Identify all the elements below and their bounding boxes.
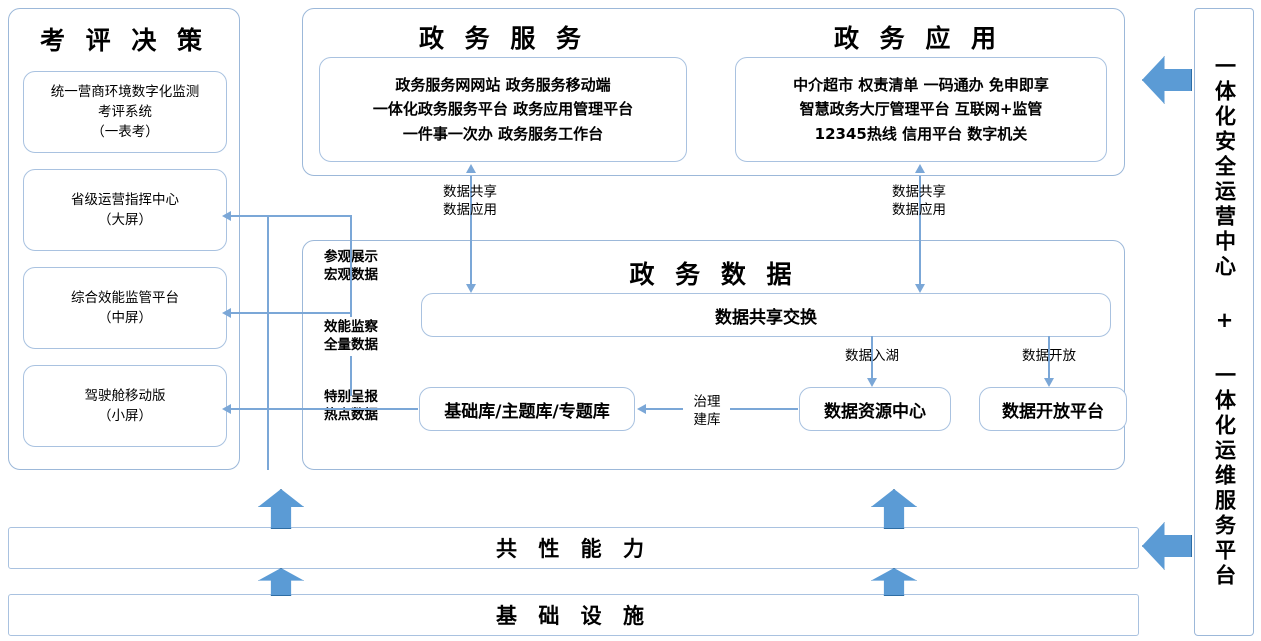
text-line: 考评系统 <box>98 103 152 120</box>
box-government-application-items[interactable]: 中介超市 权责清单 一码通办 免申即享 智慧政务大厅管理平台 互联网+监管 12… <box>735 57 1107 162</box>
arrow-data-to-application <box>915 284 925 293</box>
box-data-open-platform-label: 数据开放平台 <box>1002 401 1104 422</box>
arrow-to-cockpit <box>222 404 231 414</box>
text-line: 综合效能监管平台 <box>71 289 179 306</box>
arrow-to-command-center <box>222 211 231 221</box>
box-provincial-operation-command-center-text: 省级运营指挥中心 （大屏） <box>65 190 185 231</box>
connector-to-command-center-riser <box>350 215 352 237</box>
text-line: 12345热线 信用平台 数字机关 <box>814 124 1028 143</box>
label-efficiency-inspection-full-data: 效能监察 全量数据 <box>308 318 394 354</box>
text-line: 智慧政务大厅管理平台 互联网+监管 <box>799 100 1043 119</box>
text-line: 省级运营指挥中心 <box>71 191 179 208</box>
label-data-share-apply-service: 数据共享 数据应用 <box>425 183 515 219</box>
box-comprehensive-efficiency-supervision-platform-text: 综合效能监管平台 （中屏） <box>65 288 185 329</box>
block-arrow-up-left-bottom <box>258 568 304 596</box>
panel-government-service-title: 政 务 服 务 <box>418 24 588 53</box>
label-data-share-apply-application: 数据共享 数据应用 <box>874 183 964 219</box>
bar-infrastructure[interactable]: 基 础 设 施 <box>8 594 1139 636</box>
arrow-service-inflow <box>466 164 476 173</box>
arrow-into-lake <box>867 378 877 387</box>
box-government-service-items[interactable]: 政务服务网网站 政务服务移动端 一体化政务服务平台 政务应用管理平台 一件事一次… <box>319 57 687 162</box>
label-into-lake: 数据入湖 <box>826 347 918 365</box>
panel-government-data: 政 务 数 据 数据共享交换 基础库/主题库/专题库 数据资源中心 数据开放平台 <box>302 240 1127 470</box>
block-arrow-left-top <box>1142 56 1192 104</box>
connector-to-cockpit <box>231 408 418 410</box>
text-line: 效能监察 <box>324 319 378 335</box>
text-line: 数据共享 <box>892 184 946 200</box>
connector-left-bus <box>267 215 269 470</box>
box-government-service-items-text: 政务服务网网站 政务服务移动端 一体化政务服务平台 政务应用管理平台 一件事一次… <box>367 73 639 146</box>
connector-side-labels-spine-2 <box>350 356 352 396</box>
text-line: （小屏） <box>98 408 152 424</box>
text-line: 一体化政务服务平台 政务应用管理平台 <box>372 100 634 119</box>
text-line: （大屏） <box>98 212 152 228</box>
box-base-theme-special-repository-label: 基础库/主题库/专题库 <box>444 401 610 422</box>
text-line: 特别呈报 <box>324 389 378 405</box>
box-data-resource-center[interactable]: 数据资源中心 <box>799 387 951 431</box>
text-line: 统一营商环境数字化监测 <box>50 83 200 100</box>
box-unified-business-environment-monitoring-text: 统一营商环境数字化监测 考评系统 （一表考） <box>45 82 206 143</box>
connector-to-command-center <box>231 215 351 217</box>
arrow-to-efficiency-platform <box>222 308 231 318</box>
right-rail-label: 一体化安全运营中心 + 一体化运维服务平台 <box>1212 55 1237 589</box>
box-data-resource-center-label: 数据资源中心 <box>824 401 926 422</box>
bar-infrastructure-label: 基 础 设 施 <box>496 604 651 628</box>
text-line: 数据入湖 <box>845 348 899 364</box>
panel-government-application-title: 政 务 应 用 <box>833 24 1003 53</box>
text-line: 中介超市 权责清单 一码通办 免申即享 <box>793 76 1049 95</box>
box-cockpit-mobile-edition-text: 驾驶舱移动版 （小屏） <box>79 386 172 427</box>
text-line: 一件事一次办 政务服务工作台 <box>402 124 604 143</box>
block-arrow-up-right-top <box>871 489 917 529</box>
panel-evaluation-decision: 考 评 决 策 统一营商环境数字化监测 考评系统 （一表考） 省级运营指挥中心 … <box>8 8 240 470</box>
connector-into-lake <box>871 336 873 380</box>
box-base-theme-special-repository[interactable]: 基础库/主题库/专题库 <box>419 387 635 431</box>
panel-right-rail: 一体化安全运营中心 + 一体化运维服务平台 <box>1194 8 1254 636</box>
text-line: 数据应用 <box>443 202 497 219</box>
box-cockpit-mobile-edition[interactable]: 驾驶舱移动版 （小屏） <box>23 365 227 447</box>
arrow-govern-build <box>637 404 646 414</box>
text-line: （一表考） <box>91 124 159 141</box>
box-unified-business-environment-monitoring[interactable]: 统一营商环境数字化监测 考评系统 （一表考） <box>23 71 227 153</box>
panel-government-data-title: 政 务 数 据 <box>629 260 798 289</box>
connector-side-labels-spine <box>350 237 352 317</box>
label-special-report-hotspot-data: 特别呈报 热点数据 <box>308 388 394 424</box>
box-data-sharing-exchange[interactable]: 数据共享交换 <box>421 293 1111 337</box>
panel-evaluation-decision-title: 考 评 决 策 <box>39 26 209 55</box>
connector-open-data <box>1048 336 1050 380</box>
bar-common-capability-label: 共 性 能 力 <box>496 537 651 561</box>
label-govern-build: 治理 建库 <box>684 393 730 429</box>
box-comprehensive-efficiency-supervision-platform[interactable]: 综合效能监管平台 （中屏） <box>23 267 227 349</box>
connector-govern-build-left <box>645 408 683 410</box>
block-arrow-left-bottom <box>1142 522 1192 570</box>
text-line: 驾驶舱移动版 <box>84 387 166 404</box>
text-line: 数据开放 <box>1022 348 1076 364</box>
text-line: 全量数据 <box>324 337 378 354</box>
text-line: 数据共享 <box>443 184 497 200</box>
text-line: 建库 <box>693 412 721 429</box>
box-government-application-items-text: 中介超市 权责清单 一码通办 免申即享 智慧政务大厅管理平台 互联网+监管 12… <box>787 73 1055 146</box>
box-data-open-platform[interactable]: 数据开放平台 <box>979 387 1127 431</box>
label-open-data: 数据开放 <box>1003 347 1095 365</box>
arrow-application-inflow <box>915 164 925 173</box>
connector-to-efficiency-platform <box>231 312 351 314</box>
block-arrow-up-right-bottom <box>871 568 917 596</box>
box-provincial-operation-command-center[interactable]: 省级运营指挥中心 （大屏） <box>23 169 227 251</box>
box-data-sharing-exchange-label: 数据共享交换 <box>715 307 817 328</box>
text-line: （中屏） <box>98 310 152 326</box>
text-line: 政务服务网网站 政务服务移动端 <box>395 76 611 95</box>
right-rail-text-wrapper: 一体化安全运营中心 + 一体化运维服务平台 <box>1195 9 1253 635</box>
connector-data-to-application <box>919 176 921 286</box>
connector-data-to-service <box>470 176 472 286</box>
text-line: 热点数据 <box>324 407 378 424</box>
block-arrow-up-left-top <box>258 489 304 529</box>
connector-govern-build-right <box>730 408 798 410</box>
arrow-data-to-service <box>466 284 476 293</box>
panel-top-services-and-applications: 政 务 服 务 政务服务网网站 政务服务移动端 一体化政务服务平台 政务应用管理… <box>302 8 1125 176</box>
text-line: 数据应用 <box>892 202 946 219</box>
text-line: 治理 <box>693 394 721 410</box>
arrow-open-data <box>1044 378 1054 387</box>
bar-common-capability[interactable]: 共 性 能 力 <box>8 527 1139 569</box>
